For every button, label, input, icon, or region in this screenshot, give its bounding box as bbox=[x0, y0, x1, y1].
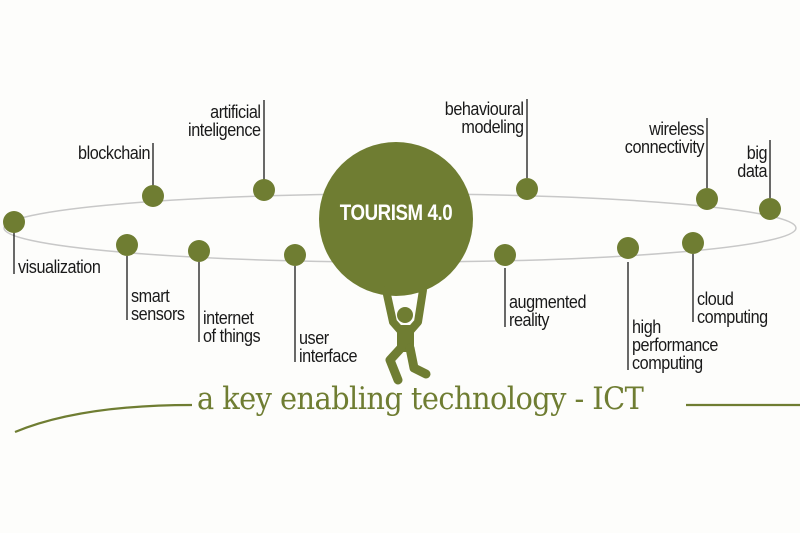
node-augmented-reality bbox=[494, 244, 516, 266]
person-lifting-icon bbox=[382, 286, 431, 385]
technology-nodes bbox=[3, 178, 781, 266]
label-artificial-inteligence: artificial inteligence bbox=[188, 102, 261, 140]
node-cloud-computing bbox=[682, 232, 704, 254]
tagline: a key enabling technology - ICT bbox=[197, 381, 644, 417]
node-internet-of-things bbox=[188, 240, 210, 262]
node-user-interface bbox=[284, 244, 306, 266]
label-high-performance-computing: high performance computing bbox=[632, 317, 719, 373]
label-cloud-computing: cloud computing bbox=[697, 289, 768, 327]
center-title: TOURISM 4.0 bbox=[339, 200, 453, 225]
node-blockchain bbox=[142, 185, 164, 207]
label-user-interface: user interface bbox=[299, 328, 358, 366]
label-internet-of-things: internet of things bbox=[203, 308, 261, 346]
connector-lines bbox=[13, 99, 771, 370]
node-behavioural-modeling bbox=[516, 178, 538, 200]
tourism-sphere bbox=[319, 142, 473, 296]
label-big-data: big data bbox=[737, 143, 767, 181]
label-smart-sensors: smart sensors bbox=[131, 286, 185, 324]
tagline-curve-left bbox=[14, 403, 193, 434]
node-visualization bbox=[3, 211, 25, 233]
label-wireless-connectivity: wireless connectivity bbox=[624, 119, 705, 157]
node-wireless-connectivity bbox=[696, 188, 718, 210]
label-blockchain: blockchain bbox=[77, 143, 151, 163]
label-augmented-reality: augmented reality bbox=[509, 292, 587, 330]
node-high-performance-computing bbox=[617, 237, 639, 259]
label-visualization: visualization bbox=[18, 257, 101, 277]
label-behavioural-modeling: behavioural modeling bbox=[445, 99, 524, 137]
node-smart-sensors bbox=[116, 234, 138, 256]
node-artificial-inteligence bbox=[253, 179, 275, 201]
node-big-data bbox=[759, 198, 781, 220]
